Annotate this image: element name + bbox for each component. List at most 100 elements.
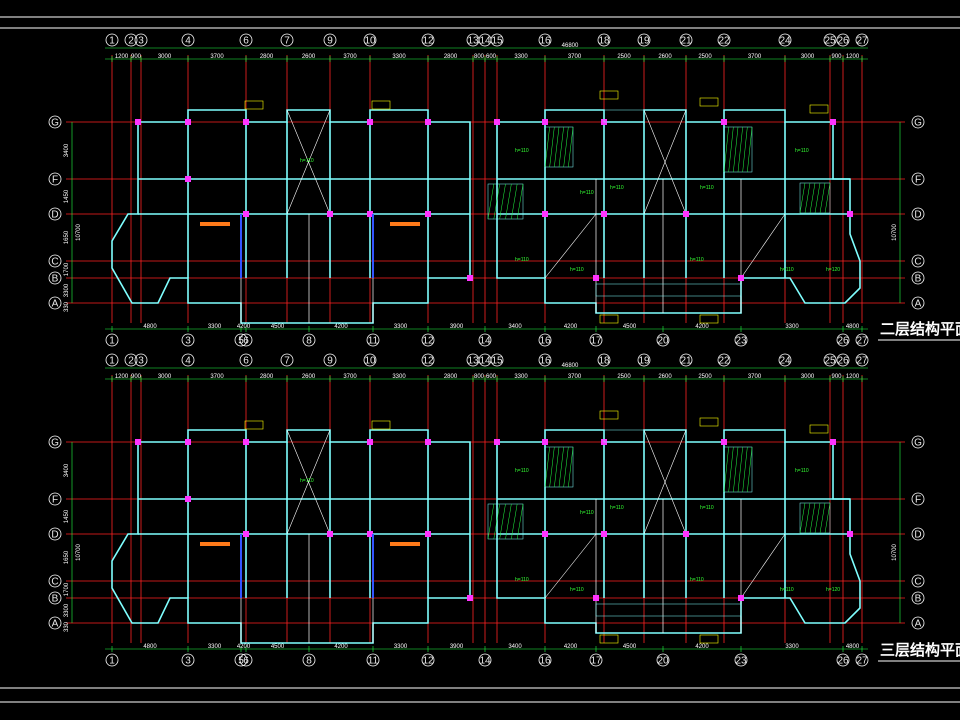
column-8 <box>367 211 373 217</box>
slab-diag-0 <box>544 213 597 279</box>
column-14 <box>721 439 727 445</box>
axis-top-19-circle <box>637 353 651 367</box>
annotation-box-3 <box>244 420 264 430</box>
hatch-line-1-0 <box>723 446 729 493</box>
axis-top-18-circle <box>597 33 611 47</box>
hatch-line-0-2 <box>554 126 560 168</box>
axis-bottom-26-circle <box>836 333 850 347</box>
slab-label-9: h=120 <box>826 587 840 593</box>
axis-left-B-label: B <box>52 594 59 605</box>
dim-bottom-1: 3300 <box>208 324 222 330</box>
axis-top-6-circle <box>239 33 253 47</box>
axis-bottom-12-circle <box>421 653 435 667</box>
column-9 <box>425 531 431 537</box>
axis-top-22-circle <box>717 33 731 47</box>
axis-bottom-12-label: 12 <box>422 336 434 347</box>
axis-top-24-label: 24 <box>779 36 791 47</box>
column-6 <box>243 211 249 217</box>
landing-strips <box>595 109 742 297</box>
hatch-line-3-0 <box>487 183 495 220</box>
annotation-box-2 <box>809 104 829 114</box>
axis-left-B-circle <box>48 271 62 285</box>
axis-top-2-circle <box>124 353 138 367</box>
axis-left-D-label: D <box>51 530 58 541</box>
landing-strip-top <box>603 429 645 443</box>
axis-right-D-circle <box>911 207 925 221</box>
dim-top-7: 3300 <box>392 374 406 380</box>
axis-top-19-label: 19 <box>638 36 650 47</box>
axis-bottom-5-label: 5 <box>238 656 244 667</box>
left-wing-outline <box>111 429 471 644</box>
hatch-line-2-3 <box>814 182 821 214</box>
axis-top-26-circle <box>836 33 850 47</box>
axis-right-A-label: A <box>915 619 922 630</box>
column-2 <box>243 119 249 125</box>
hatch-line-2-1 <box>804 502 811 534</box>
axis-bottom-17-label: 17 <box>590 336 602 347</box>
axis-bottom-23-label: 23 <box>735 336 747 347</box>
axis-right-B-circle <box>911 591 925 605</box>
dim-top-19: 1200 <box>846 374 860 380</box>
hatch-zones <box>487 446 831 540</box>
slab-label-1: h=110 <box>580 190 594 196</box>
dim-bottom-6: 3900 <box>450 644 464 650</box>
axis-left-D-label: D <box>51 210 58 221</box>
axis-right-D-label: D <box>914 530 921 541</box>
hatch-line-3-5 <box>516 503 524 540</box>
axis-bottom-23-circle <box>734 653 748 667</box>
dim-left-3: 1700 <box>64 262 70 276</box>
dim-top-13: 2500 <box>617 54 631 60</box>
dim-top-15: 2500 <box>698 374 712 380</box>
dim-top-6: 3700 <box>343 374 357 380</box>
dim-bottom-11: 3300 <box>785 644 799 650</box>
hatch-line-1-4 <box>742 126 748 173</box>
axis-top-24-circle <box>778 33 792 47</box>
hatch-line-2-4 <box>819 182 826 214</box>
annotation-box-4 <box>371 420 391 430</box>
axis-bottom-8-label: 8 <box>306 336 312 347</box>
axis-bottom-16-circle <box>538 653 552 667</box>
hatch-line-2-3 <box>814 502 821 534</box>
axis-bottom-17-circle <box>589 653 603 667</box>
slab-label-5: h=110 <box>515 257 529 263</box>
slab-label-3: h=110 <box>700 185 714 191</box>
axis-top-10-circle <box>363 353 377 367</box>
axis-top-22-label: 22 <box>718 356 730 367</box>
column-14 <box>721 119 727 125</box>
dim-top-12: 3700 <box>568 54 582 60</box>
axis-right-F-label: F <box>915 495 921 506</box>
axis-bottom-20-circle <box>656 333 670 347</box>
orange-elements <box>200 222 420 226</box>
axis-left-F-label: F <box>52 175 58 186</box>
axis-right-F-circle <box>911 172 925 186</box>
hatch-line-0-3 <box>558 126 564 168</box>
axis-top-9-circle <box>323 33 337 47</box>
landing-strip-bottom <box>595 603 742 617</box>
slab-label-3: h=110 <box>700 505 714 511</box>
hatch-line-2-2 <box>809 182 816 214</box>
dim-top-6: 3700 <box>343 54 357 60</box>
hatch-line-3-3 <box>505 183 512 220</box>
orange-bar-1 <box>390 222 420 226</box>
axis-right-D-circle <box>911 527 925 541</box>
axis-top-13-label: 13 <box>467 36 479 47</box>
axis-bottom-11-circle <box>366 653 380 667</box>
hatch-line-0-5 <box>568 126 574 168</box>
dim-top-9: 800 <box>474 374 485 380</box>
stair-diag-b-0 <box>286 429 331 535</box>
dim-top-13: 2500 <box>617 374 631 380</box>
dim-top-10: 600 <box>486 374 497 380</box>
axis-top-21-label: 21 <box>680 36 692 47</box>
axis-top-1-circle <box>105 33 119 47</box>
axis-top-15-circle <box>490 353 504 367</box>
slab-label-1: h=110 <box>580 510 594 516</box>
dim-bottom-10: 4200 <box>695 324 709 330</box>
axis-top-2-label: 2 <box>128 36 134 47</box>
column-10 <box>467 595 473 601</box>
axis-left-A-circle <box>48 616 62 630</box>
column-19 <box>847 211 853 217</box>
slab-label-8: h=110 <box>780 587 794 593</box>
